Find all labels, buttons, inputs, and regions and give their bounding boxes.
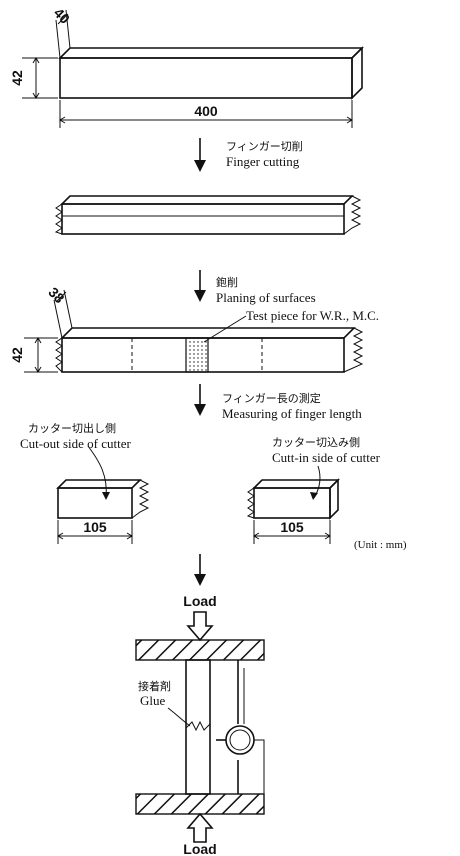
step4-right-label-jp: カッター切込み側 [272, 436, 360, 449]
step1-length-dim: 400 [194, 103, 218, 119]
step1-width-dim: 40 [51, 5, 73, 27]
step3-test-piece-label: Test piece for W.R., M.C. [246, 308, 379, 323]
step2-label-en: Finger cutting [226, 154, 300, 169]
step3-label-jp: 鉋削 [216, 275, 238, 289]
glue-label-jp: 接着剤 [138, 679, 171, 693]
step4-left-piece: 105 [56, 445, 150, 544]
step3-height-dim: 42 [9, 347, 25, 363]
step2-label-jp: フィンガー切削 [226, 139, 303, 153]
unit-note: (Unit : mm) [354, 539, 407, 551]
step1-height-dim: 42 [9, 70, 25, 86]
bottom-load-arrow [186, 812, 214, 843]
step4-label-jp: フィンガー長の測定 [222, 391, 321, 405]
glue-label-en: Glue [140, 693, 166, 708]
step4-right-label-en: Cutt-in side of cutter [272, 450, 381, 465]
top-load-arrow [186, 611, 214, 642]
step3-width-dim: 38 [45, 284, 67, 306]
step2-finger-cut-block [54, 195, 362, 235]
flow-arrow-3 [194, 384, 206, 416]
finger-joint [185, 720, 211, 732]
bottom-platen [135, 793, 265, 815]
step1-raw-block: 40 42 400 [9, 5, 364, 128]
flow-arrow-4 [194, 554, 206, 586]
step4-left-label-jp: カッター切出し側 [28, 421, 116, 435]
top-platen [135, 639, 265, 661]
step4-left-label-en: Cut-out side of cutter [20, 436, 132, 451]
bottom-load-label: Load [183, 841, 216, 856]
flow-arrow-2 [194, 270, 206, 302]
top-load-label: Load [183, 593, 216, 609]
step5-test-rig: Load 接着剤 Glue Load [135, 593, 265, 856]
step3-label-en: Planing of surfaces [216, 290, 316, 305]
specimen [185, 659, 211, 795]
step4-right-piece: 105 [246, 465, 340, 544]
glue-leader [167, 707, 191, 727]
step4-right-length-dim: 105 [280, 519, 304, 535]
step3-planed-block: 38 42 [9, 284, 364, 373]
step4-left-length-dim: 105 [83, 519, 107, 535]
step4-label-en: Measuring of finger length [222, 406, 362, 421]
flow-arrow-1 [194, 138, 206, 172]
